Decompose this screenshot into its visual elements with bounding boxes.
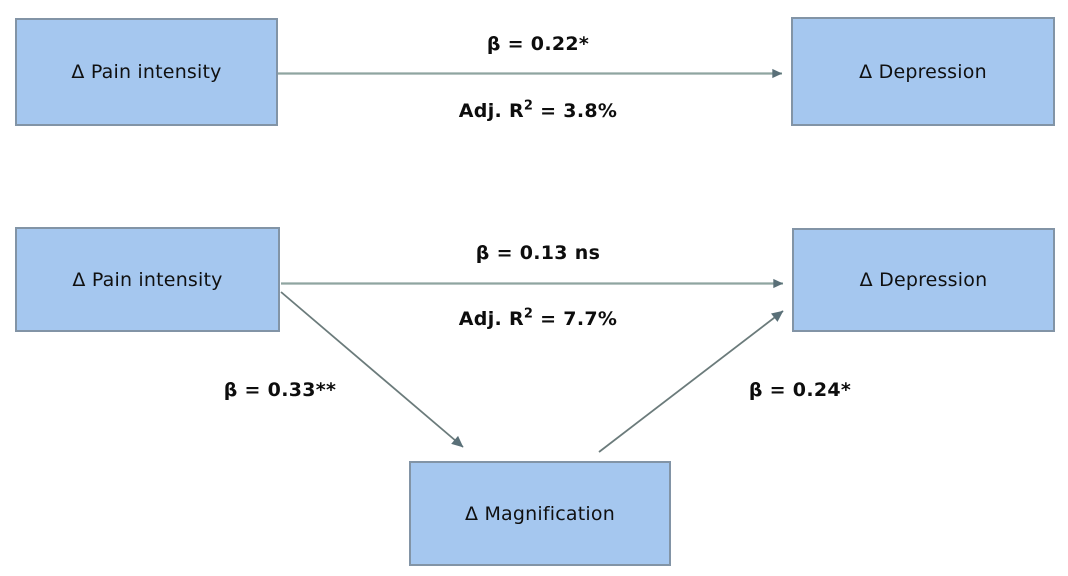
node-magnification[interactable]: Δ Magnification <box>409 461 671 566</box>
node-pain-intensity-top[interactable]: Δ Pain intensity <box>15 18 278 126</box>
path-label-beta-path-b: β = 0.24* <box>748 379 852 401</box>
path-label-beta-direct-bottom: β = 0.13 ns <box>475 242 601 264</box>
path-line-b-magnification-to-depression <box>598 310 784 453</box>
path-label-beta-path-a: β = 0.33** <box>223 379 337 401</box>
node-pain-intensity-bottom[interactable]: Δ Pain intensity <box>15 227 280 332</box>
node-label: Δ Pain intensity <box>72 268 223 291</box>
path-label-adj-r2-bottom: Adj. R2 = 7.7% <box>388 308 688 330</box>
node-label: Δ Depression <box>859 60 987 83</box>
path-line-a-pain-to-magnification <box>280 291 464 448</box>
adj-r2-superscript: 2 <box>523 98 534 114</box>
adj-r2-suffix: = 3.8% <box>533 100 618 122</box>
node-depression-bottom[interactable]: Δ Depression <box>792 228 1055 332</box>
adj-r2-superscript: 2 <box>523 306 534 322</box>
path-label-adj-r2-top: Adj. R2 = 3.8% <box>388 100 688 122</box>
adj-r2-prefix: Adj. R <box>458 100 524 122</box>
adj-r2-suffix: = 7.7% <box>533 308 618 330</box>
adj-r2-prefix: Adj. R <box>458 308 524 330</box>
node-label: Δ Depression <box>859 269 988 291</box>
node-label: Δ Magnification <box>465 502 615 525</box>
path-label-beta-top: β = 0.22* <box>486 33 590 55</box>
node-depression-top[interactable]: Δ Depression <box>791 17 1055 126</box>
node-label: Δ Pain intensity <box>71 61 222 83</box>
